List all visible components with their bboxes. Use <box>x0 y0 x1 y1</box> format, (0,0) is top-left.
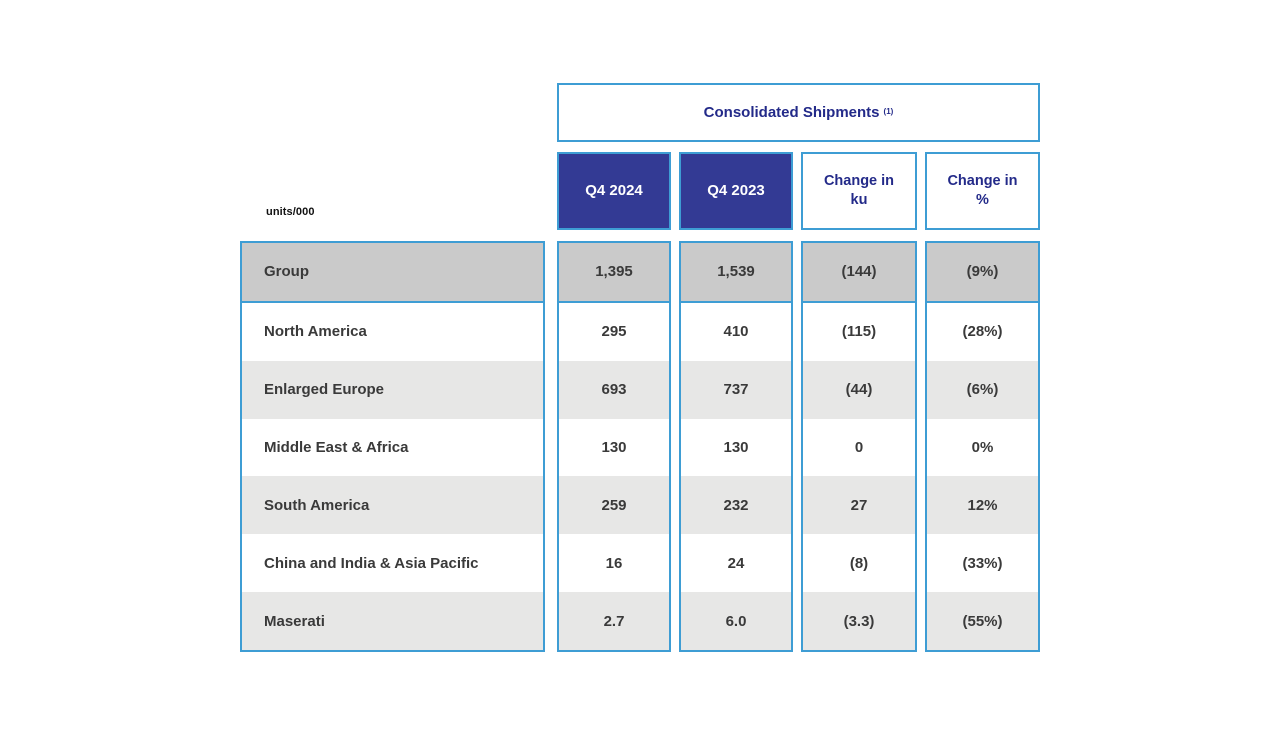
column-q4-2024-values: 1,395 295 693 130 259 16 2.7 <box>557 241 671 652</box>
table-title-box: Consolidated Shipments (1) <box>557 83 1040 142</box>
value-cell: (9%) <box>927 243 1038 303</box>
value-cell: 6.0 <box>681 592 791 651</box>
value-cell: (6%) <box>927 360 1038 419</box>
column-header-change-in-ku: Change in ku <box>801 152 917 230</box>
column-header-change-in-pct: Change in % <box>925 152 1040 230</box>
column-q4-2023-values: 1,539 410 737 130 232 24 6.0 <box>679 241 793 652</box>
value-cell: 295 <box>559 302 669 361</box>
column-header-q4-2024: Q4 2024 <box>557 152 671 230</box>
value-cell: 232 <box>681 476 791 535</box>
row-label-china-india-asia-pacific: China and India & Asia Pacific <box>242 534 543 593</box>
value-cell: 24 <box>681 534 791 593</box>
row-label-north-america: North America <box>242 302 543 361</box>
value-cell: 2.7 <box>559 592 669 651</box>
row-label-south-america: South America <box>242 476 543 535</box>
value-cell: 130 <box>559 418 669 477</box>
value-cell: (33%) <box>927 534 1038 593</box>
row-label-group: Group <box>242 243 543 303</box>
row-label-enlarged-europe: Enlarged Europe <box>242 360 543 419</box>
value-cell: 259 <box>559 476 669 535</box>
value-cell: 16 <box>559 534 669 593</box>
units-label: units/000 <box>266 206 315 218</box>
value-cell: (144) <box>803 243 915 303</box>
value-cell: 693 <box>559 360 669 419</box>
value-cell: (3.3) <box>803 592 915 651</box>
value-cell: (115) <box>803 302 915 361</box>
value-cell: 12% <box>927 476 1038 535</box>
table-title-footnote-marker: (1) <box>883 107 894 116</box>
value-cell: (44) <box>803 360 915 419</box>
value-cell: (8) <box>803 534 915 593</box>
value-cell: 410 <box>681 302 791 361</box>
value-cell: 130 <box>681 418 791 477</box>
table-title: Consolidated Shipments <box>703 104 880 121</box>
value-cell: 737 <box>681 360 791 419</box>
value-cell: (55%) <box>927 592 1038 651</box>
row-label-maserati: Maserati <box>242 592 543 651</box>
value-cell: 1,395 <box>559 243 669 303</box>
value-cell: (28%) <box>927 302 1038 361</box>
value-cell: 0 <box>803 418 915 477</box>
row-labels-column: Group North America Enlarged Europe Midd… <box>240 241 545 652</box>
column-change-in-ku-values: (144) (115) (44) 0 27 (8) (3.3) <box>801 241 917 652</box>
value-cell: 1,539 <box>681 243 791 303</box>
value-cell: 0% <box>927 418 1038 477</box>
column-change-in-pct-values: (9%) (28%) (6%) 0% 12% (33%) (55%) <box>925 241 1040 652</box>
row-label-middle-east-africa: Middle East & Africa <box>242 418 543 477</box>
column-header-q4-2023: Q4 2023 <box>679 152 793 230</box>
value-cell: 27 <box>803 476 915 535</box>
